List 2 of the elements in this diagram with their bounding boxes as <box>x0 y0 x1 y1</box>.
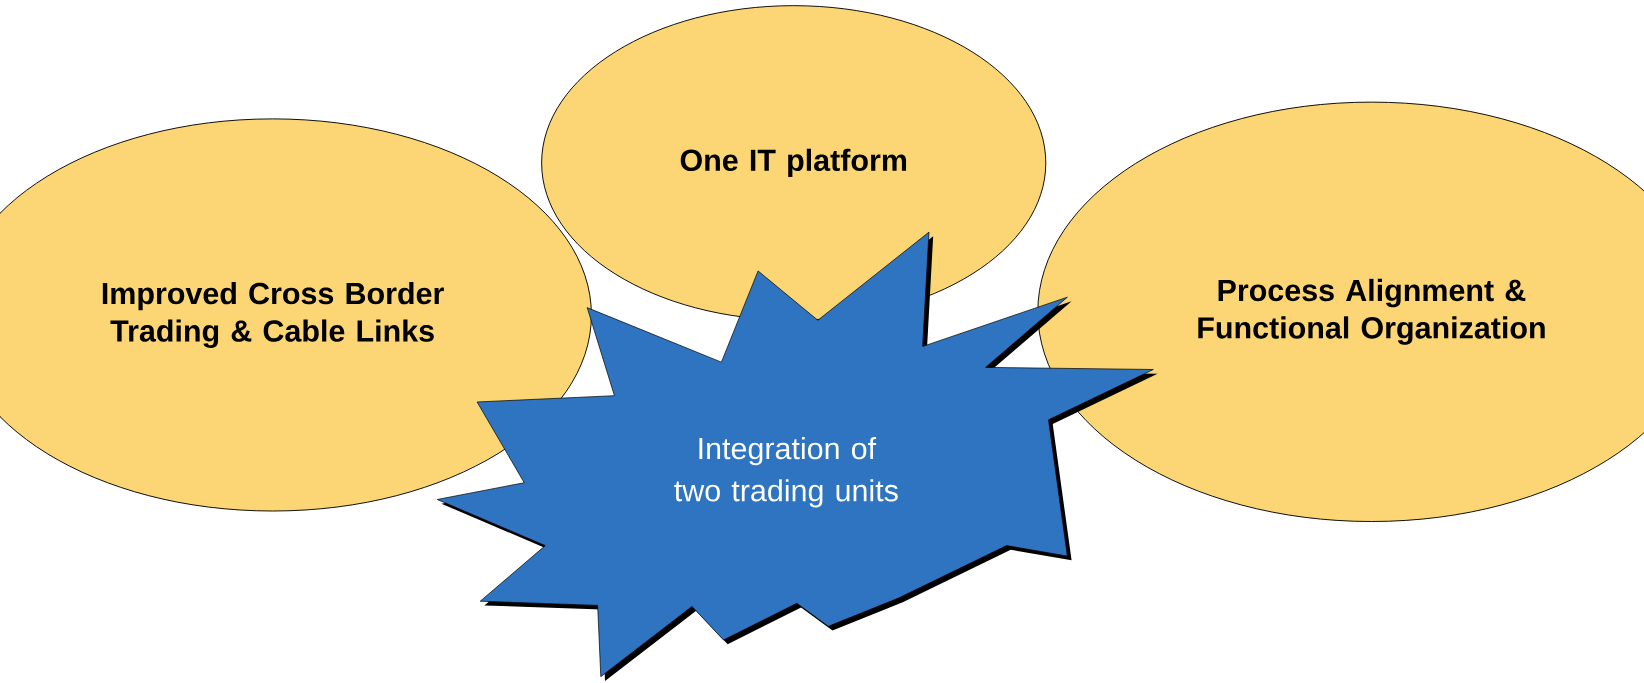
oval: Process Alignment & Functional Organization <box>1037 101 1644 522</box>
oval: One IT platform <box>541 5 1047 321</box>
